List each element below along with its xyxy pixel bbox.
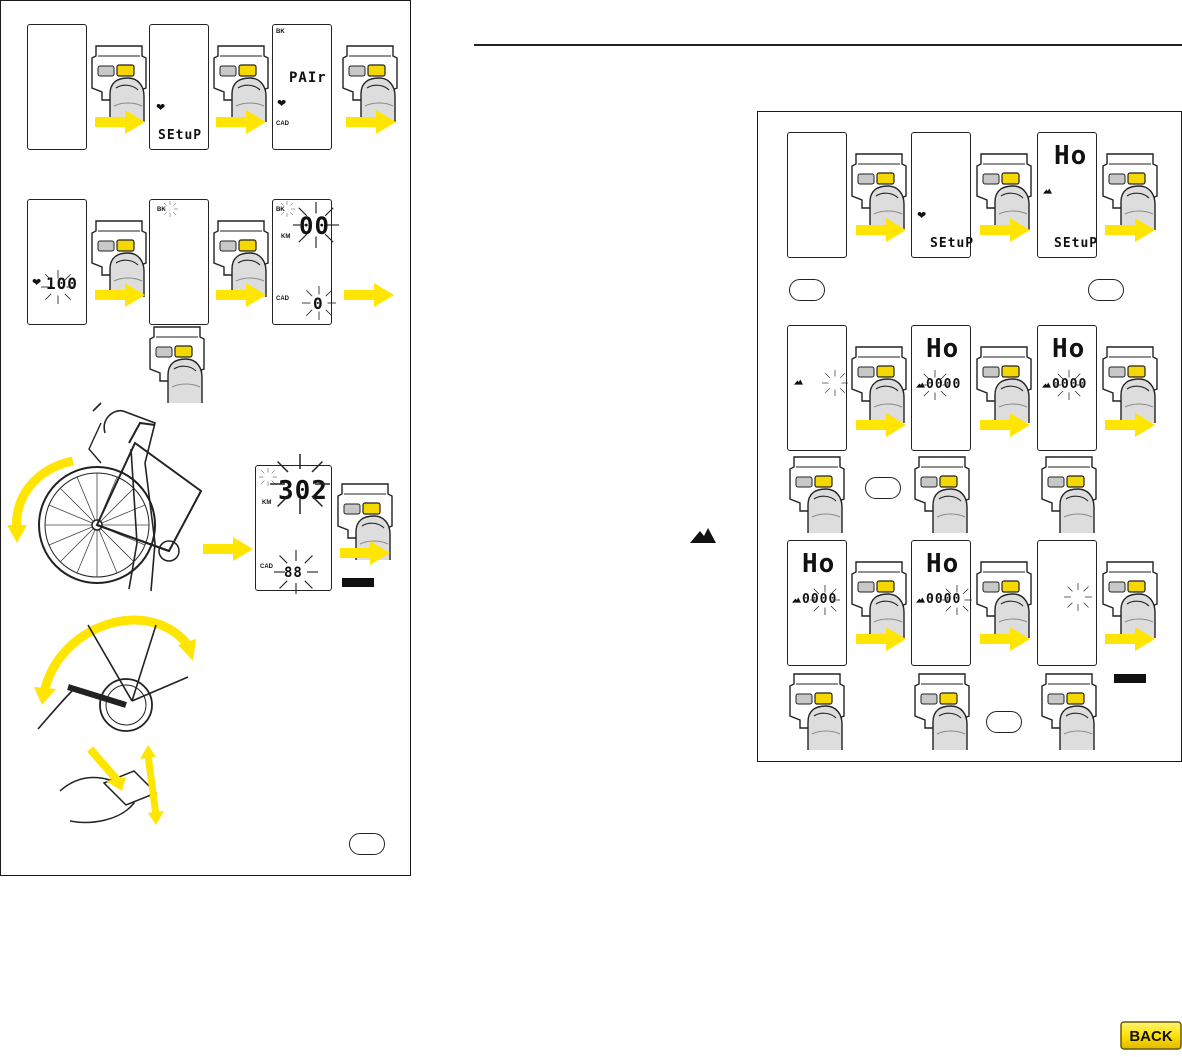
yellow-arrow-icon — [856, 627, 906, 651]
finger-press-icon — [975, 345, 1033, 423]
finger-press-icon — [913, 455, 971, 533]
lcd-bottom-label: CAD — [276, 121, 289, 127]
blink-icon — [942, 585, 972, 615]
mountain-icon — [792, 597, 801, 603]
yellow-arrow-icon — [1105, 627, 1155, 651]
mode-button-symbol — [1088, 279, 1124, 301]
finger-press-icon — [788, 672, 846, 750]
crank-rotation-illustration — [28, 605, 193, 743]
mountain-icon — [690, 528, 716, 543]
yellow-arrow-icon — [346, 110, 396, 134]
yellow-arrow-icon — [856, 413, 906, 437]
lcd-top-label: BK — [276, 29, 285, 35]
yellow-arrow-icon — [980, 627, 1030, 651]
yellow-arrow-icon — [344, 283, 394, 307]
black-tab-marker — [1114, 674, 1146, 683]
finger-press-icon — [1101, 345, 1159, 423]
lcd-home-text: Ho — [1054, 143, 1087, 169]
bicycle-wheel-spin-illustration — [5, 403, 210, 593]
finger-press-icon — [788, 455, 846, 533]
lcd-setup-text: SEtuP — [158, 129, 202, 142]
mode-button-symbol — [349, 833, 385, 855]
lcd-display-setup: ❤ SEtuP — [149, 24, 209, 150]
back-button-label: BACK — [1129, 1028, 1172, 1045]
lcd-pair-text: PAIr — [289, 71, 327, 85]
finger-press-icon — [1040, 455, 1098, 533]
blink-icon — [810, 585, 840, 615]
finger-press-icon — [850, 345, 908, 423]
black-tab-marker — [342, 578, 374, 587]
yellow-arrow-icon — [980, 218, 1030, 242]
lcd-unit-label: KM — [262, 500, 271, 506]
heart-icon: ❤ — [156, 103, 165, 114]
mountain-icon — [1042, 382, 1051, 388]
lcd-display-home-altitude-edit: Ho 0000 — [911, 325, 971, 451]
mode-button-symbol — [986, 711, 1022, 733]
finger-press-icon — [148, 325, 206, 403]
mode-button-symbol — [789, 279, 825, 301]
lcd-display-pair: BK PAIr ❤ CAD — [272, 24, 332, 150]
yellow-arrow-icon — [980, 413, 1030, 437]
heart-icon: ❤ — [277, 99, 286, 110]
blink-icon — [270, 454, 330, 514]
lcd-display-blank — [787, 132, 847, 258]
lcd-display-home-altitude-edit: Ho 0000 — [787, 540, 847, 666]
yellow-arrow-icon — [1105, 218, 1155, 242]
mountain-icon — [1043, 188, 1052, 194]
blink-icon — [920, 370, 950, 400]
blink-icon — [1064, 583, 1092, 611]
yellow-arrow-icon — [95, 283, 145, 307]
lcd-home-text: Ho — [926, 336, 959, 362]
lcd-display-pairing: ❤ 100 — [27, 199, 87, 325]
yellow-arrow-icon — [95, 110, 145, 134]
back-button[interactable]: BACK — [1120, 1021, 1182, 1050]
blink-icon — [274, 550, 318, 594]
lcd-display-sensors: BK 00 KM CAD 0 — [272, 199, 332, 325]
lcd-home-text: Ho — [1052, 336, 1085, 362]
finger-press-icon — [913, 672, 971, 750]
lcd-display-altitude-blink — [1037, 540, 1097, 666]
lcd-setup-text: SEtuP — [1054, 237, 1098, 250]
lcd-setup-text: SEtuP — [930, 237, 974, 250]
lcd-display-setup: ❤ SEtuP — [911, 132, 971, 258]
blink-icon — [162, 201, 178, 217]
blink-icon — [1054, 370, 1084, 400]
blink-icon — [302, 286, 336, 320]
yellow-arrow-icon — [216, 283, 266, 307]
mode-button-symbol — [865, 477, 901, 499]
lcd-home-text: Ho — [802, 551, 835, 577]
yellow-arrow-icon — [856, 218, 906, 242]
yellow-arrow-icon — [216, 110, 266, 134]
yellow-arrow-icon — [340, 541, 390, 565]
blink-icon — [38, 270, 78, 304]
lcd-unit-label: KM — [281, 234, 290, 240]
blink-icon — [822, 370, 848, 396]
yellow-arrow-icon — [1105, 413, 1155, 437]
heart-icon: ❤ — [917, 211, 926, 222]
lcd-display-searching: BK — [149, 199, 209, 325]
lcd-display-home-altitude-edit: Ho 0000 — [1037, 325, 1097, 451]
lcd-display-home-altitude: Ho SEtuP — [1037, 132, 1097, 258]
lcd-display-home-altitude-edit: Ho 0000 — [911, 540, 971, 666]
lcd-display-altitude-blink — [787, 325, 847, 451]
lcd-display-speed-cadence: 302 KM CAD 88 — [255, 465, 332, 591]
blink-icon — [293, 202, 339, 248]
yellow-arrow-icon — [203, 537, 253, 561]
lcd-display-blank — [27, 24, 87, 150]
finger-press-icon — [1040, 672, 1098, 750]
section-divider — [474, 44, 1182, 46]
mountain-icon — [916, 597, 925, 603]
sensor-tap-illustration — [60, 745, 175, 825]
mountain-icon — [794, 379, 803, 385]
lcd-bottom-label: CAD — [260, 564, 273, 570]
lcd-home-text: Ho — [926, 551, 959, 577]
lcd-bottom-label: CAD — [276, 296, 289, 302]
